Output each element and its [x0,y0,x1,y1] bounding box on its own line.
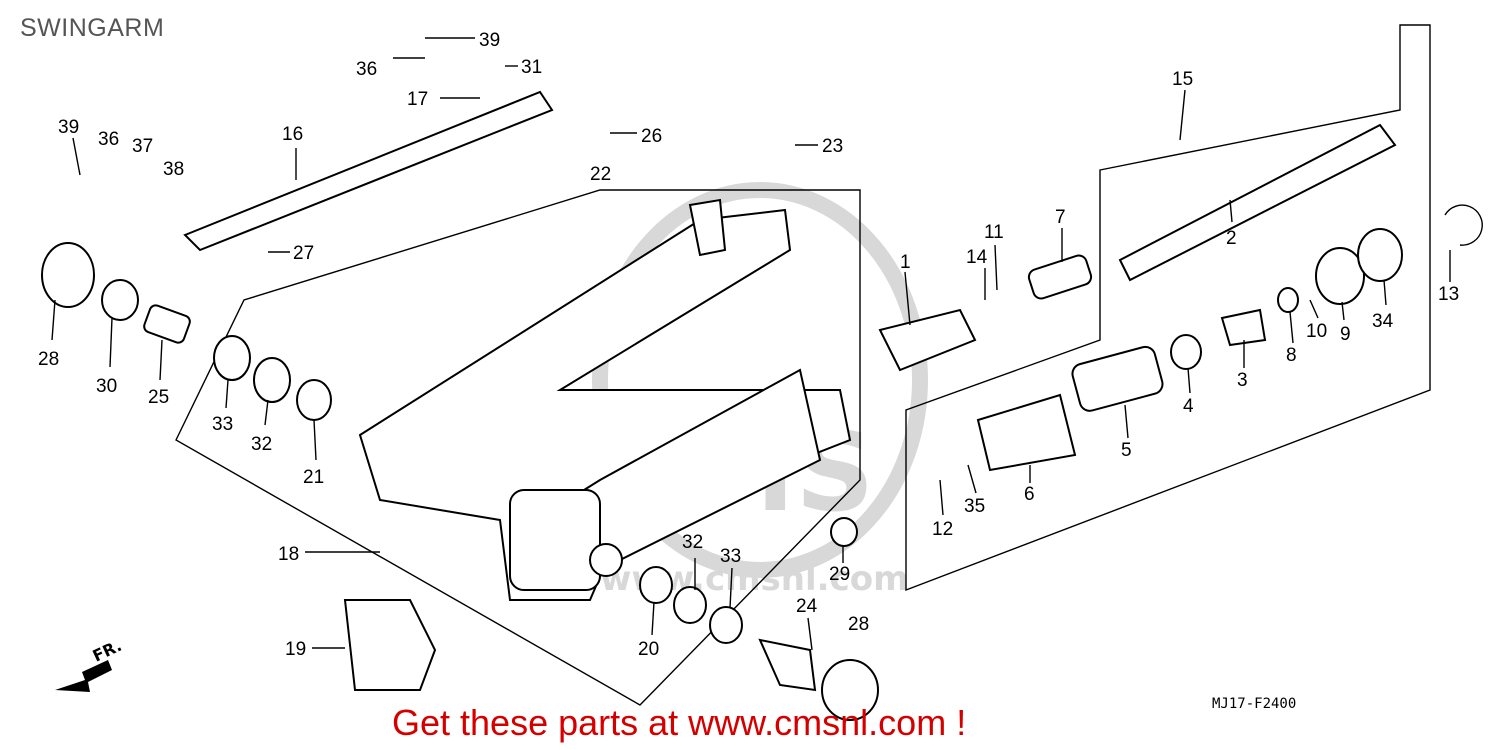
callout-c16: 25 [148,387,169,408]
swingarm-housing [509,489,601,591]
callout-c32: 11 [984,222,1004,243]
callout-c30: 1 [900,252,911,273]
callout-c44: 12 [932,519,953,540]
swingarm-body [358,198,852,601]
washer-8 [1277,287,1299,313]
callout-c2: 36 [356,59,377,80]
callout-c27: 29 [829,564,850,585]
oil-seal-left [213,335,251,381]
callout-c11: 37 [132,136,153,157]
callout-c5: 16 [282,124,303,145]
torque-rod [183,90,554,252]
callout-c42: 6 [1024,484,1035,505]
oil-seal-right [639,566,673,604]
callout-c13: 27 [293,243,314,264]
callout-c21: 19 [285,639,306,660]
callout-c43: 35 [964,496,985,517]
callout-c12: 38 [163,159,184,180]
callout-c22: 32 [682,532,703,553]
callout-c1: 39 [479,30,500,51]
bearing-34 [1357,228,1403,282]
lock-washer [101,279,139,321]
callout-c26: 28 [848,614,869,635]
driveshaft-group-outline [905,24,1431,592]
drive-shaft [1118,123,1397,282]
callout-c24: 20 [638,639,659,660]
callout-c7: 23 [822,136,843,157]
callout-c37: 10 [1306,321,1327,342]
callout-c10: 36 [98,129,119,150]
callout-c23: 33 [720,546,741,567]
callout-c34: 13 [1438,284,1459,305]
callout-c15: 30 [96,376,117,397]
callout-c17: 33 [212,414,233,435]
bearing-left [253,357,291,403]
front-arrow-label: FR. [90,636,125,666]
pivot-nut-left [41,242,95,308]
callout-c31: 14 [966,247,988,268]
callout-c9: 39 [58,117,79,138]
callout-numbers: 39 36 31 17 16 26 23 22 39 36 37 38 27 2… [38,30,1459,660]
spring-7 [1027,254,1093,300]
spring-5 [1071,345,1164,412]
pivot-bolt-right [758,638,817,692]
bearing-right [673,586,707,624]
dust-cap [296,379,332,421]
callout-c39: 3 [1237,370,1248,391]
callout-c40: 4 [1183,396,1194,417]
callout-c33: 7 [1055,207,1066,228]
callout-c6: 26 [641,126,662,147]
oil-seal-9 [1315,247,1365,305]
universal-joint [878,308,977,372]
pivot-nut-right [821,659,879,721]
callout-c35: 34 [1372,311,1394,332]
callout-c36: 9 [1340,324,1351,345]
boot [343,599,437,691]
cam-lifter-3 [1220,308,1267,347]
callout-c19: 21 [303,467,324,488]
cam-4 [1170,334,1202,370]
callout-c25: 24 [796,596,818,617]
pivot-bolt-left [143,304,191,344]
callout-c41: 5 [1121,440,1132,461]
callout-c18: 32 [251,434,272,455]
callout-c3: 31 [521,57,542,78]
swingarm-group-outline [175,189,861,706]
callout-c28: 15 [1172,69,1193,90]
leader-lines [51,37,1451,651]
damper-cam [976,393,1077,472]
callout-c14: 28 [38,349,59,370]
swingarm-bracket [688,198,727,257]
circlip-13 [1444,204,1483,246]
diagram-title: SWINGARM [20,14,165,42]
callout-c20: 18 [278,544,299,565]
nut-29 [830,517,858,547]
diagram-code: MJ17-F2400 [1212,696,1297,712]
bearing-outer-right [709,606,743,644]
front-arrow: FR. [55,636,125,692]
callout-c8: 22 [590,164,611,185]
cmsnl-link[interactable]: Get these parts at www.cmsnl.com ! [392,702,967,743]
callout-c38: 8 [1286,345,1297,366]
callout-c29: 2 [1226,228,1237,249]
callout-c4: 17 [407,89,428,110]
